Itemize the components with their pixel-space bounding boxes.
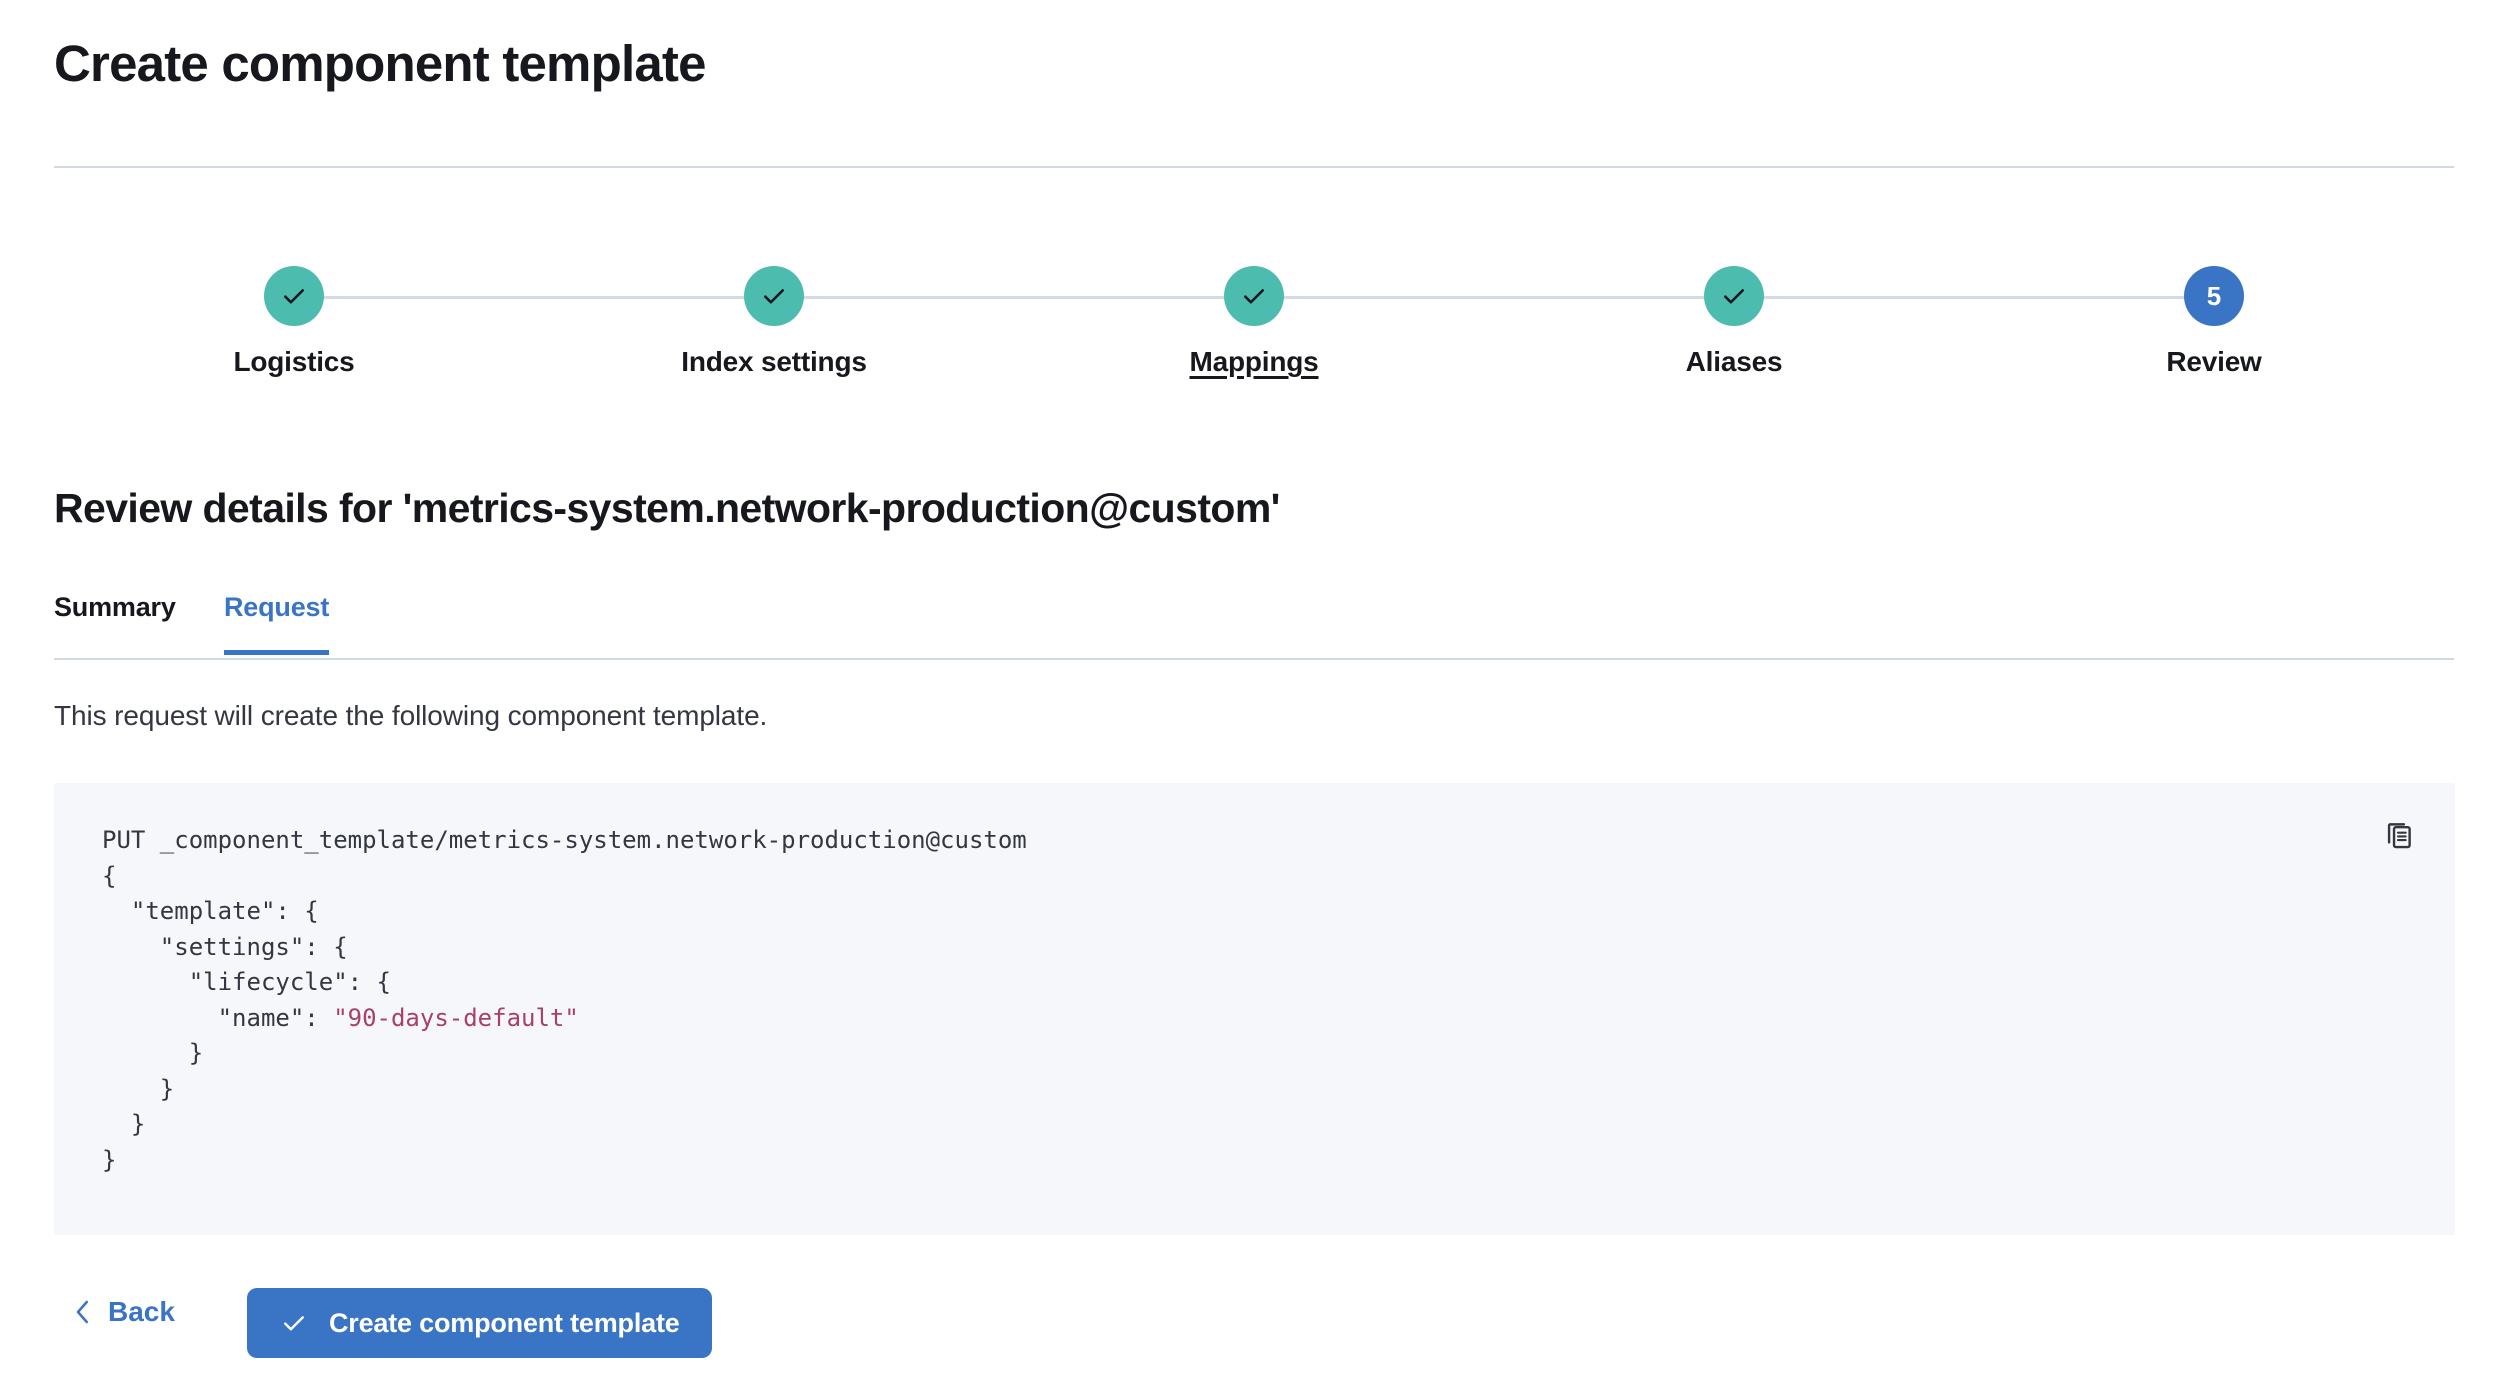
step-label: Aliases: [1685, 346, 1783, 377]
review-tabs: Summary Request: [54, 592, 2454, 662]
step-status-circle: [1224, 266, 1284, 326]
check-icon: [283, 289, 305, 304]
code-line-6-value: "90-days-default": [333, 1003, 579, 1032]
step-status-circle: [744, 266, 804, 326]
create-component-template-button[interactable]: Create component template: [247, 1288, 712, 1358]
check-icon: [284, 1316, 304, 1331]
code-line-7: }: [102, 1039, 204, 1067]
step-status-circle: [264, 266, 324, 326]
step-label: Logistics: [233, 346, 355, 377]
check-icon: [1243, 289, 1265, 304]
step-label: Index settings: [681, 346, 867, 377]
code-line-4: "settings": {: [102, 932, 348, 961]
copy-request-button[interactable]: [2371, 807, 2427, 863]
code-line-6-key: "name":: [102, 1003, 334, 1032]
review-heading: Review details for 'metrics-system.netwo…: [54, 485, 1280, 531]
tab-summary[interactable]: Summary: [54, 592, 176, 622]
step-status-circle: 5: [2184, 266, 2244, 326]
code-line-9: }: [102, 1110, 146, 1138]
check-icon: [1723, 289, 1745, 304]
code-line-10: }: [102, 1145, 117, 1174]
back-button[interactable]: Back: [72, 1296, 175, 1328]
check-icon: [763, 289, 785, 304]
stepper-step-mappings[interactable]: Mappings: [1074, 254, 1434, 378]
step-label[interactable]: Mappings: [1189, 346, 1319, 377]
page-title: Create component template: [54, 35, 706, 92]
stepper-step-logistics[interactable]: Logistics: [114, 254, 474, 378]
back-button-label: Back: [108, 1296, 175, 1327]
header-divider: [54, 166, 2454, 168]
request-code-block: PUT _component_template/metrics-system.n…: [54, 783, 2455, 1235]
request-description: This request will create the following c…: [54, 700, 768, 731]
chevron-left-icon: [76, 1300, 88, 1324]
step-number: 5: [2206, 281, 2222, 311]
create-component-template-label: Create component template: [329, 1307, 680, 1338]
step-status-circle: [1704, 266, 1764, 326]
stepper-step-aliases[interactable]: Aliases: [1554, 254, 1914, 378]
code-line-8: }: [102, 1074, 175, 1103]
wizard-stepper: Logistics Index settings Mappings: [54, 254, 2454, 394]
code-line-5: "lifecycle": {: [102, 968, 391, 996]
code-line-3: "template": {: [102, 897, 319, 925]
code-line-2: {: [102, 861, 117, 890]
tabs-divider: [54, 658, 2454, 660]
step-label: Review: [2166, 346, 2262, 377]
stepper-step-review[interactable]: 5 Review: [2034, 254, 2394, 378]
code-line-1: PUT _component_template/metrics-system.n…: [102, 826, 1027, 854]
copy-clipboard-icon: [2387, 823, 2411, 849]
tab-request[interactable]: Request: [224, 592, 329, 655]
request-code-text: PUT _component_template/metrics-system.n…: [102, 823, 1027, 1178]
stepper-step-index-settings[interactable]: Index settings: [594, 254, 954, 378]
